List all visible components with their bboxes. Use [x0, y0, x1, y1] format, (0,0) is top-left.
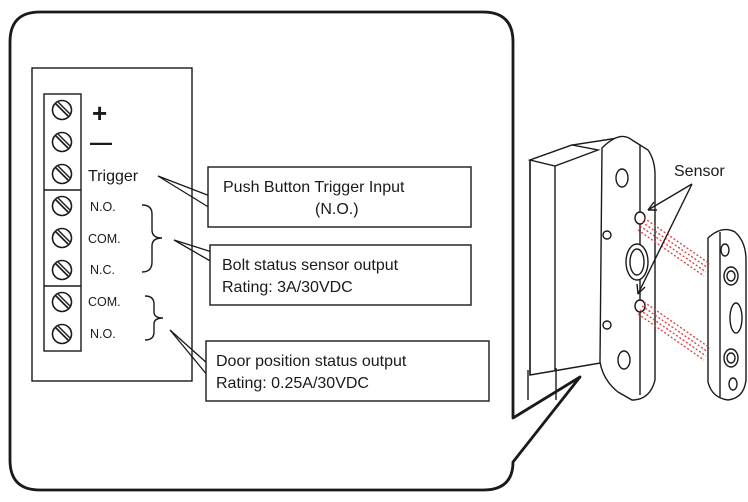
push-button-callout-line1: Push Button Trigger Input	[223, 179, 405, 196]
door-position-callout-line1: Door position status output	[216, 353, 407, 370]
plus-label: +	[92, 98, 107, 128]
minus-label: —	[90, 130, 112, 155]
relay2-com-label: COM.	[88, 295, 121, 309]
trigger-leader	[157, 175, 211, 209]
bolt-status-leader	[173, 239, 213, 263]
strike-plate	[707, 228, 747, 401]
relay1-brace	[141, 204, 163, 273]
door-position-leader	[169, 329, 209, 377]
screw-terminal-relay1-no	[51, 195, 73, 217]
screw-terminal-trigger	[51, 163, 73, 185]
screw-terminal-relay2-com	[51, 291, 73, 313]
lock-faceplate	[599, 135, 656, 401]
screw-terminal-relay1-nc	[51, 259, 73, 281]
door-position-callout-box	[205, 340, 490, 402]
bolt-status-callout-line2: Rating: 3A/30VDC	[222, 279, 353, 296]
push-button-callout-box	[207, 166, 472, 228]
bolt-lock-body	[527, 137, 619, 400]
relay1-no-label: N.O.	[90, 200, 116, 214]
sensor-beam-upper	[637, 217, 711, 277]
push-button-callout-line2: (N.O.)	[315, 201, 359, 218]
bolt-status-callout-line1: Bolt status sensor output	[222, 257, 399, 274]
bolt-status-callout-box	[209, 244, 472, 306]
sensor-label: Sensor	[674, 163, 725, 180]
relay2-brace	[144, 295, 164, 341]
screw-terminal-minus	[51, 131, 73, 153]
relay1-nc-label: N.C.	[90, 263, 115, 277]
relay1-com-label: COM.	[88, 232, 121, 246]
screw-terminal-plus	[51, 99, 73, 121]
sensor-pointers	[636, 183, 693, 295]
screw-terminal-relay1-com	[51, 227, 73, 249]
door-position-callout-line2: Rating: 0.25A/30VDC	[216, 375, 369, 392]
sensor-beam-lower	[637, 301, 711, 361]
relay2-no-label: N.O.	[90, 327, 116, 341]
screw-terminal-relay2-no	[51, 323, 73, 345]
trigger-label: Trigger	[88, 168, 139, 185]
